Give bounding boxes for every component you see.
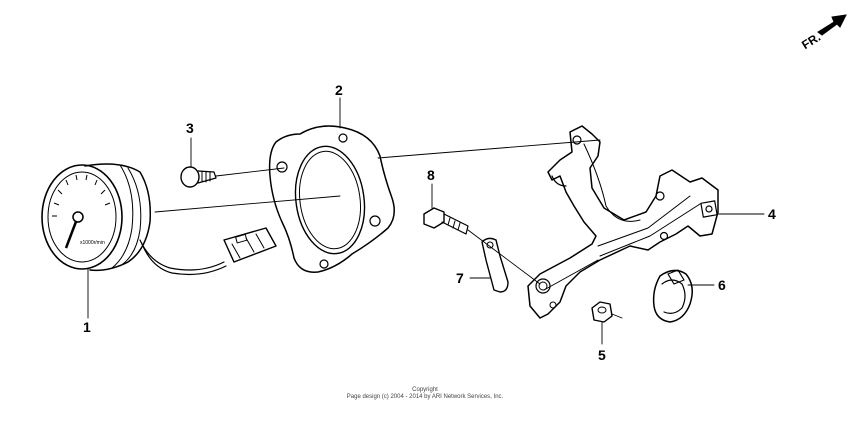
callout-3: 3	[186, 120, 194, 168]
callout-label-3: 3	[186, 120, 194, 136]
front-direction-marker: FR.	[799, 14, 847, 52]
callout-1: 1	[83, 267, 91, 335]
callout-label-5: 5	[598, 347, 606, 363]
part-7-clip	[481, 237, 509, 293]
part-5-nut	[591, 301, 623, 323]
part-6-clamp	[652, 269, 693, 323]
callout-label-1: 1	[83, 319, 91, 335]
callout-5: 5	[598, 321, 606, 363]
callout-label-2: 2	[335, 82, 343, 98]
part-4-bracket	[527, 125, 719, 319]
part-1-tachometer: x1000r/min	[41, 163, 277, 276]
callout-2: 2	[335, 82, 343, 129]
copyright-line-2: Page design (c) 2004 - 2014 by ARI Netwo…	[346, 394, 504, 400]
gauge-dial-text: x1000r/min	[80, 240, 105, 246]
callout-4: 4	[717, 206, 776, 222]
gauge-tick-marks	[52, 174, 111, 217]
callout-label-4: 4	[768, 206, 776, 222]
front-arrow-icon	[817, 14, 847, 36]
gauge-needle	[64, 218, 79, 249]
part-3-screw	[180, 166, 285, 188]
copyright-line-1: Copyright	[412, 387, 438, 393]
callout-label-8: 8	[427, 167, 435, 183]
callout-6: 6	[687, 277, 726, 293]
callout-7: 7	[456, 270, 491, 286]
part-2-mounting-plate	[268, 125, 395, 273]
callout-8: 8	[427, 167, 435, 209]
callout-label-7: 7	[456, 270, 464, 286]
callout-label-6: 6	[718, 277, 726, 293]
gauge-hub	[72, 211, 84, 223]
part-8-bolt	[423, 207, 541, 285]
